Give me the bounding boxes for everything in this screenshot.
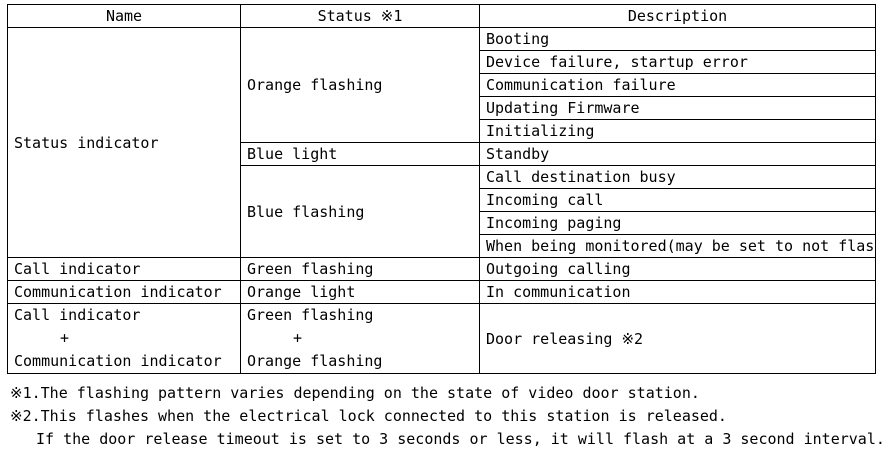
footnote-2-continued: If the door release timeout is set to 3 … (36, 430, 885, 448)
desc-communication-failure: Communication failure (479, 73, 876, 97)
comm-indicator-name: Communication indicator (7, 280, 241, 304)
combo-desc: Door releasing ※2 (479, 303, 876, 374)
desc-device-failure: Device failure, startup error (479, 50, 876, 74)
table-row: Incoming call (8, 188, 876, 212)
combo-name-top: Call indicator (14, 306, 141, 324)
desc-updating-firmware: Updating Firmware (479, 96, 876, 120)
table-row: Call indicator + Communication indicator… (7, 303, 876, 374)
combo-name-bottom: Communication indicator (14, 352, 222, 370)
status-indicator-name: Status indicator (7, 27, 241, 258)
combo-name-plus: + (60, 329, 70, 347)
table-row: Call indicator Green flashing Outgoing c… (7, 257, 876, 281)
comm-indicator-status: Orange light (240, 280, 480, 304)
header-name: Name (7, 4, 241, 28)
table-row: Communication failure (8, 73, 876, 97)
desc-call-destination-busy: Call destination busy (479, 165, 876, 189)
status-blue-light: Blue light (240, 142, 480, 166)
desc-incoming-call: Incoming call (479, 188, 876, 212)
indicator-status-table: Name Status ※1 Description Status indica… (7, 4, 876, 374)
table-row: Device failure, startup error (8, 50, 876, 74)
header-status: Status ※1 (240, 4, 480, 28)
table-row: Initializing (8, 119, 876, 143)
desc-standby: Standby (479, 142, 876, 166)
combo-name: Call indicator + Communication indicator (7, 303, 241, 374)
footnote-1: ※1.The flashing pattern varies depending… (10, 384, 700, 402)
status-orange-flashing: Orange flashing (240, 27, 480, 143)
footnote-2: ※2.This flashes when the electrical lock… (10, 407, 727, 425)
combo-status-plus: + (293, 329, 303, 347)
call-indicator-desc: Outgoing calling (479, 257, 876, 281)
table-row: Incoming paging (8, 211, 876, 235)
table-row: Communication indicator Orange light In … (7, 280, 876, 304)
call-indicator-name: Call indicator (7, 257, 241, 281)
footnotes: ※1.The flashing pattern varies depending… (10, 382, 885, 451)
table-row: Status indicator Orange flashing Booting (7, 27, 876, 258)
status-blue-flashing: Blue flashing (240, 165, 480, 258)
comm-indicator-desc: In communication (479, 280, 876, 304)
combo-status-bottom: Orange flashing (247, 352, 383, 370)
desc-booting: Booting (479, 27, 876, 51)
combo-status: Green flashing + Orange flashing (240, 303, 480, 374)
combo-status-top: Green flashing (247, 306, 374, 324)
header-description: Description (479, 4, 876, 28)
call-indicator-status: Green flashing (240, 257, 480, 281)
table-row: Blue light Standby (8, 142, 876, 166)
desc-being-monitored: When being monitored(may be set to not f… (479, 234, 876, 258)
table-row: When being monitored(may be set to not f… (8, 234, 876, 258)
desc-initializing: Initializing (479, 119, 876, 143)
desc-incoming-paging: Incoming paging (479, 211, 876, 235)
table-row: Blue flashing Call destination busy (8, 165, 876, 258)
